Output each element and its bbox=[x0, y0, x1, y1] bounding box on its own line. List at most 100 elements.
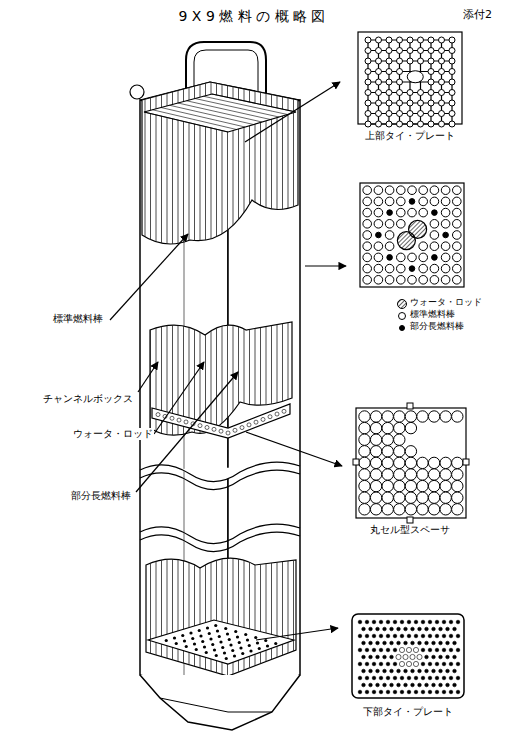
spacer-cell bbox=[359, 411, 370, 422]
tie-plate-hole bbox=[393, 620, 397, 624]
tie-plate-bar bbox=[144, 112, 228, 132]
tie-plate-hole bbox=[229, 643, 232, 646]
tie-plate-hole bbox=[241, 652, 244, 655]
tie-plate-boss bbox=[439, 121, 445, 127]
cross-section-rods bbox=[363, 186, 461, 284]
tie-plate-hole bbox=[249, 649, 252, 652]
tie-plate-hole bbox=[400, 620, 404, 624]
tie-plate-boss bbox=[418, 48, 424, 54]
tie-plate-hole bbox=[362, 627, 366, 631]
spacer-cell bbox=[254, 420, 258, 424]
fuel-rod bbox=[385, 231, 394, 240]
fuel-rod bbox=[363, 264, 372, 273]
tie-plate-hole bbox=[365, 662, 369, 666]
tie-plate-hole bbox=[403, 654, 408, 659]
water-rod-boss bbox=[407, 71, 423, 83]
spacer-cell bbox=[452, 480, 463, 491]
tie-plate-boss bbox=[449, 58, 455, 64]
tie-plate-hole bbox=[406, 661, 411, 666]
tie-plate-hole bbox=[425, 655, 429, 659]
spacer-cell bbox=[359, 469, 370, 480]
tie-plate-boss bbox=[428, 111, 434, 117]
tie-plate-hole bbox=[456, 620, 460, 624]
break-line bbox=[140, 524, 300, 543]
tie-plate-hole bbox=[234, 630, 237, 633]
tie-plate-hole bbox=[362, 669, 366, 673]
lower-cutaway bbox=[146, 558, 296, 676]
tie-plate-hole bbox=[400, 676, 404, 680]
fuel-rod bbox=[453, 197, 462, 206]
tie-plate-hole bbox=[411, 683, 415, 687]
tie-plate-hole bbox=[406, 647, 411, 652]
fuel-rod bbox=[385, 276, 394, 285]
tie-plate-hole bbox=[453, 641, 457, 645]
fuel-rod bbox=[374, 242, 383, 251]
spacer-cell bbox=[382, 469, 393, 480]
spacer-cell bbox=[452, 411, 463, 422]
tie-plate-boss bbox=[365, 121, 371, 127]
tie-plate-hole bbox=[404, 683, 408, 687]
tie-plate-boss bbox=[407, 100, 413, 106]
tie-plate-hole bbox=[393, 648, 397, 652]
tie-plate-boss bbox=[407, 37, 413, 43]
fuel-rod bbox=[363, 253, 372, 262]
fuel-rod bbox=[385, 220, 394, 229]
fuel-rod bbox=[408, 208, 417, 217]
fuel-rod bbox=[374, 253, 383, 262]
fuel-rod bbox=[441, 276, 450, 285]
fuel-rod bbox=[397, 208, 406, 217]
tie-plate-hole bbox=[417, 654, 422, 659]
part-length-rod bbox=[432, 255, 438, 261]
tie-plate-hole bbox=[411, 669, 415, 673]
tie-plate-hole bbox=[274, 642, 277, 645]
spacer-cell bbox=[405, 504, 416, 515]
spacer-cell bbox=[184, 420, 188, 424]
tie-plate-hole bbox=[432, 655, 436, 659]
fuel-rod bbox=[145, 545, 146, 680]
fuel-rod bbox=[453, 231, 462, 240]
fuel-rod bbox=[374, 264, 383, 273]
spacer-cell bbox=[370, 480, 381, 491]
tie-plate-hole bbox=[376, 655, 380, 659]
fuel-rod bbox=[453, 186, 462, 195]
tie-plate-hole bbox=[358, 648, 362, 652]
tie-plate-hole bbox=[399, 661, 404, 666]
upper-tie-plate-inset bbox=[358, 32, 462, 124]
fuel-rod bbox=[293, 80, 294, 260]
tie-plate-boss bbox=[397, 48, 403, 54]
fuel-rod bbox=[282, 80, 283, 260]
spacer-cell bbox=[240, 426, 244, 430]
tie-plate-hole bbox=[390, 641, 394, 645]
fuel-rod bbox=[408, 253, 417, 262]
spacer-cell bbox=[428, 492, 439, 503]
tie-plate-hole bbox=[386, 690, 390, 694]
tie-plate-hole bbox=[435, 690, 439, 694]
tie-plate-hole bbox=[256, 641, 259, 644]
tie-plate-hole bbox=[439, 683, 443, 687]
tie-plate-hole bbox=[421, 690, 425, 694]
fuel-rod bbox=[397, 276, 406, 285]
legend-text: ウォータ・ロッド bbox=[409, 298, 483, 308]
tie-plate-hole bbox=[372, 690, 376, 694]
tie-plate-boss bbox=[376, 69, 382, 75]
tie-plate-boss bbox=[439, 69, 445, 75]
fuel-rod bbox=[453, 208, 462, 217]
fuel-rod bbox=[222, 310, 223, 445]
part-label: 丸セル型スペーサ bbox=[369, 524, 451, 536]
upper-tie-plate-grid bbox=[144, 94, 296, 132]
fuel-rod bbox=[271, 545, 272, 680]
tie-plate-hole bbox=[396, 654, 401, 659]
tie-plate-hole bbox=[214, 624, 217, 627]
tie-plate-boss bbox=[428, 79, 434, 85]
leader-arrow bbox=[245, 82, 340, 142]
tie-plate-hole bbox=[206, 626, 209, 629]
tie-plate-hole bbox=[226, 632, 229, 635]
tie-plate-hole bbox=[362, 683, 366, 687]
spacer-tab bbox=[463, 459, 469, 465]
spacer-cell bbox=[359, 504, 370, 515]
spacer-cell bbox=[417, 469, 428, 480]
spacer-cell bbox=[370, 504, 381, 515]
tie-plate-hole bbox=[453, 669, 457, 673]
spacer-cell bbox=[405, 446, 416, 457]
